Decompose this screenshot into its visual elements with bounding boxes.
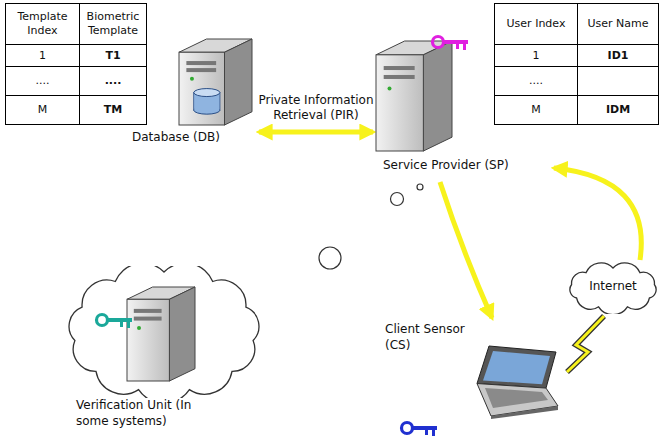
database-server: Database (DB) — [132, 38, 257, 148]
table-cell: .... — [6, 67, 80, 96]
connector-line — [259, 130, 373, 135]
data-arrow — [440, 182, 492, 318]
node-icon — [430, 34, 470, 55]
table-row: 1T1 — [6, 45, 147, 67]
table-cell: T1 — [80, 45, 147, 67]
table-row: MIDM — [495, 96, 659, 125]
verification-unit: Verification Unit (In some systems) — [68, 262, 266, 440]
table-cell: IDM — [578, 96, 659, 125]
table-header: User Index — [495, 4, 578, 45]
table-row: 1ID1 — [495, 45, 659, 67]
client-sensor-laptop: Client Sensor (CS) — [385, 320, 565, 438]
node-icon — [475, 344, 560, 423]
table-cell: TM — [80, 96, 147, 125]
table-row: ........ — [6, 67, 147, 96]
table-cell: 1 — [6, 45, 80, 67]
table-row: MTM — [6, 96, 147, 125]
data-arrow — [554, 168, 641, 260]
edge-label: Private Information Retrieval (PIR) — [241, 93, 391, 124]
node-label: Client Sensor (CS) — [385, 322, 467, 353]
internet-cloud: Internet — [565, 262, 663, 314]
table-cell: .... — [495, 67, 578, 96]
table-cell: M — [495, 96, 578, 125]
connector-line — [567, 316, 604, 372]
table-row: Template IndexBiometric Template — [6, 4, 147, 45]
thought-bubble — [391, 193, 404, 206]
node-icon — [178, 38, 253, 129]
table-cell: .... — [80, 67, 147, 96]
thought-bubble — [319, 247, 341, 269]
node-label: Database (DB) — [132, 130, 255, 146]
node-label: Service Provider (SP) — [383, 158, 550, 174]
table-cell: 1 — [495, 45, 578, 67]
wireless-link — [567, 316, 604, 372]
node-icon — [94, 312, 134, 333]
thought-bubble — [417, 184, 423, 190]
connector-line — [440, 182, 492, 318]
template-table: Template IndexBiometric Template1T1.....… — [5, 3, 147, 125]
node-icon — [399, 420, 439, 441]
node-label: Verification Unit (In some systems) — [76, 398, 204, 429]
user-table: User IndexUser Name1ID1....MIDM — [494, 3, 659, 125]
connector-line — [554, 168, 641, 260]
table-header: User Name — [578, 4, 659, 45]
table-cell: M — [6, 96, 80, 125]
table-header: Biometric Template — [80, 4, 147, 45]
link-outline — [567, 316, 604, 372]
table-header: Template Index — [6, 4, 80, 45]
data-arrow — [259, 132, 373, 133]
table-cell: ID1 — [578, 45, 659, 67]
node-icon — [126, 286, 196, 385]
table-row: .... — [495, 67, 659, 96]
table-row: User IndexUser Name — [495, 4, 659, 45]
node-icon — [375, 40, 453, 155]
node-label: Internet — [565, 279, 661, 295]
table-cell — [578, 67, 659, 96]
